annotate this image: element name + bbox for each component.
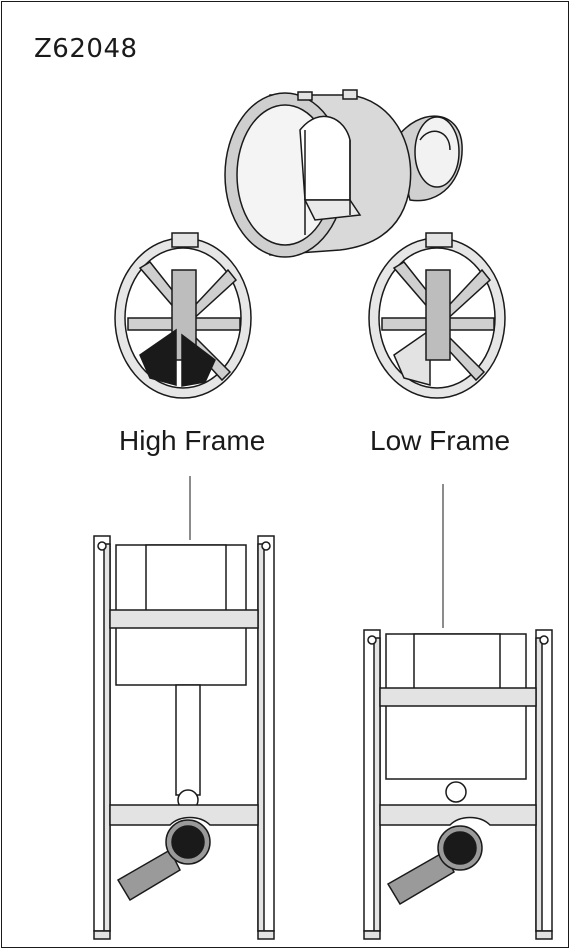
part-number: Z62048	[34, 34, 138, 64]
adapter-cylinder	[224, 89, 463, 258]
low-frame	[363, 629, 553, 940]
high-frame	[93, 535, 275, 940]
right-disc	[368, 232, 506, 399]
low-frame-label: Low Frame	[370, 425, 511, 456]
left-disc	[114, 232, 252, 399]
high-frame-label: High Frame	[119, 425, 266, 456]
